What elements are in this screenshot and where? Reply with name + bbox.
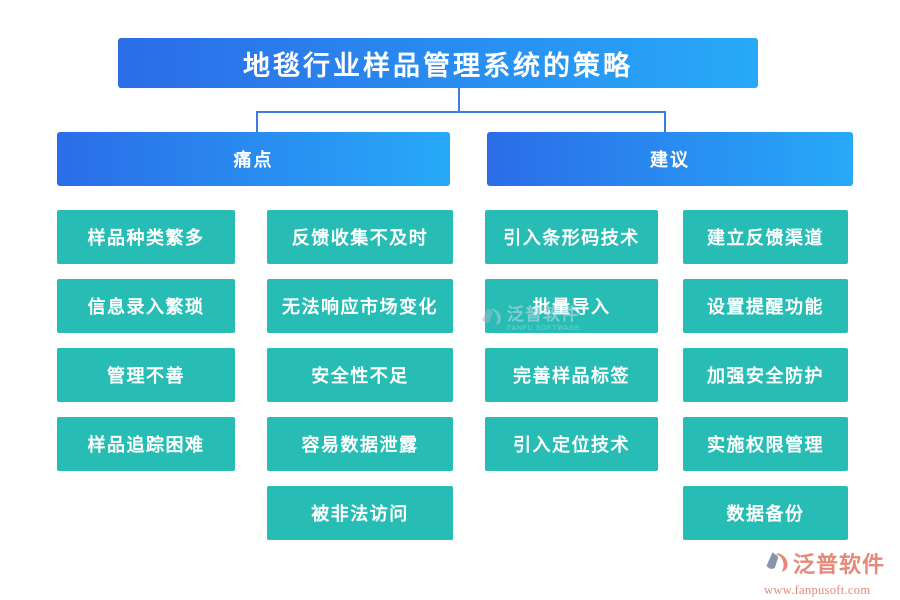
diagram-node: 样品种类繁多 (57, 210, 235, 264)
branch-header-pain-points: 痛点 (57, 132, 450, 186)
diagram-title-bar: 地毯行业样品管理系统的策略 (118, 38, 758, 88)
pain-points-column-1: 样品种类繁多 信息录入繁琐 管理不善 样品追踪困难 (57, 210, 235, 471)
diagram-node: 容易数据泄露 (267, 417, 453, 471)
diagram-node: 引入定位技术 (485, 417, 658, 471)
diagram-node: 加强安全防护 (683, 348, 848, 402)
diagram-node: 无法响应市场变化 (267, 279, 453, 333)
diagram-node: 实施权限管理 (683, 417, 848, 471)
diagram-node: 设置提醒功能 (683, 279, 848, 333)
diagram-node: 数据备份 (683, 486, 848, 540)
connector-trunk (458, 88, 460, 112)
suggestions-column-2: 建立反馈渠道 设置提醒功能 加强安全防护 实施权限管理 数据备份 (683, 210, 848, 540)
branch-label: 建议 (650, 150, 690, 170)
diagram-node: 反馈收集不及时 (267, 210, 453, 264)
watermark-fanpu-corner: 泛普软件 www.fanpusoft.com (764, 548, 896, 598)
diagram-node: 管理不善 (57, 348, 235, 402)
diagram-node: 样品追踪困难 (57, 417, 235, 471)
pain-points-column-2: 反馈收集不及时 无法响应市场变化 安全性不足 容易数据泄露 被非法访问 (267, 210, 453, 540)
fanpu-logo-icon (764, 548, 791, 582)
watermark-brand-text: 泛普软件 (793, 552, 886, 577)
suggestions-column-1: 引入条形码技术 批量导入 完善样品标签 引入定位技术 (485, 210, 658, 471)
diagram-node: 信息录入繁琐 (57, 279, 235, 333)
diagram-title: 地毯行业样品管理系统的策略 (243, 50, 633, 81)
diagram-node: 被非法访问 (267, 486, 453, 540)
branch-header-suggestions: 建议 (487, 132, 853, 186)
diagram-node: 引入条形码技术 (485, 210, 658, 264)
watermark-url-text: www.fanpusoft.com (764, 583, 871, 597)
connector-branch-left (256, 111, 258, 133)
diagram-node: 批量导入 (485, 279, 658, 333)
diagram-node: 建立反馈渠道 (683, 210, 848, 264)
diagram-node: 安全性不足 (267, 348, 453, 402)
branch-label: 痛点 (233, 150, 274, 170)
connector-branch-right (664, 111, 666, 133)
diagram-node: 完善样品标签 (485, 348, 658, 402)
connector-horizontal (256, 111, 666, 113)
